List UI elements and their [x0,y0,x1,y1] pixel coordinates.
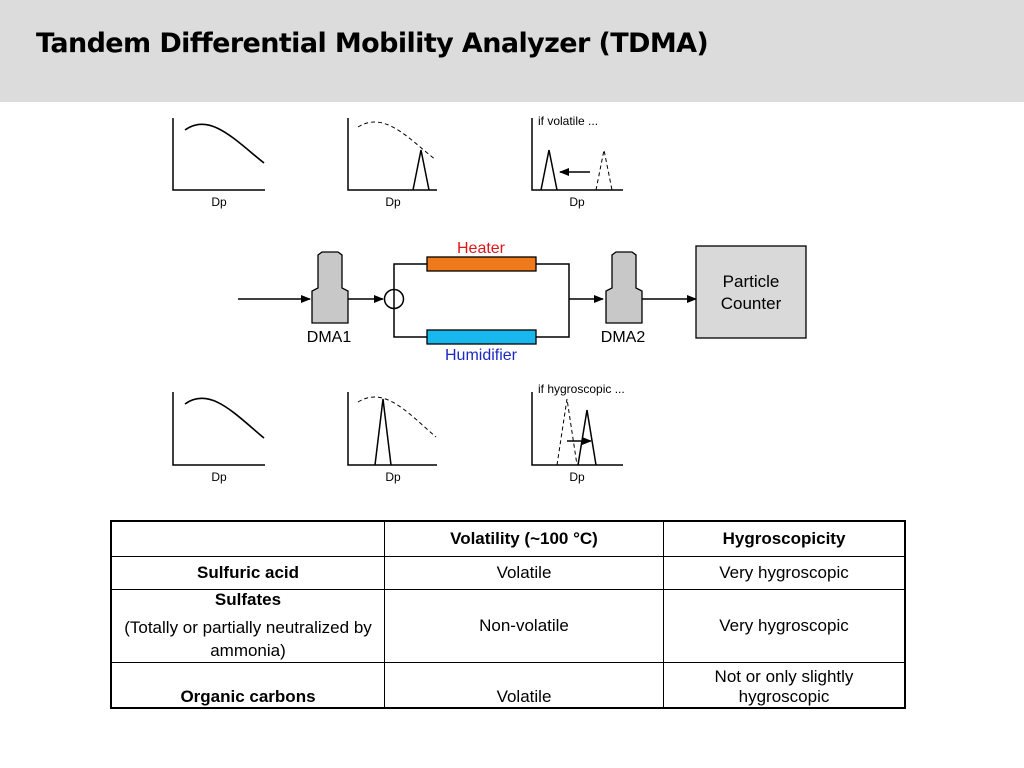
dma1-body [311,251,349,324]
table-header-hygroscopicity: Hygroscopicity [663,520,906,557]
humidifier-label: Humidifier [445,347,518,364]
row-name: Organic carbons [110,662,385,709]
plot-bottom-dma1: Dp [172,392,265,484]
particle-counter-label-line2: Counter [721,294,782,313]
selected-size-peak [374,398,392,466]
row-name-detail: (Totally or partially neutralized by amm… [124,618,372,660]
axis-label-dp: Dp [211,195,227,209]
row-hygroscopicity: Very hygroscopic [663,556,906,590]
row-hygroscopicity: Not or only slightly hygroscopic [663,662,906,709]
humidifier: Humidifier [426,329,537,364]
plot-top-dma1: Dp [172,118,265,209]
note-volatile: if volatile ... [538,114,598,128]
heater-label: Heater [457,240,506,257]
plot-axes [172,392,265,466]
dashed-distribution-curve [357,121,437,161]
dashed-distribution-curve [357,396,437,438]
axis-label-dp: Dp [569,195,585,209]
dma2-unit: DMA2 [601,251,646,346]
distribution-curve [184,397,265,439]
parallel-branches [393,263,570,338]
grown-peak [577,409,597,466]
note-hygroscopic: if hygroscopic ... [538,382,625,396]
heater-tube [426,256,537,272]
table-header-cell [110,520,385,557]
plot-top-selected: Dp [347,118,437,209]
tdma-diagram: Dp Dp if volatile ... Dp DMA1 Heater Hum… [172,114,807,484]
table-row: Sulfuric acid Volatile Very hygroscopic [110,556,906,590]
aerosol-properties-table: Volatility (~100 °C) Hygroscopicity Sulf… [110,520,906,709]
table-header-volatility: Volatility (~100 °C) [384,520,664,557]
table-row: Sulfates (Totally or partially neutraliz… [110,589,906,663]
row-volatility: Volatile [384,662,664,709]
row-volatility: Volatile [384,556,664,590]
plot-top-volatile: if volatile ... Dp [531,114,623,209]
original-peak-dashed [556,398,578,466]
slide-title: Tandem Differential Mobility Analyzer (T… [36,28,709,59]
heater: Heater [426,240,537,272]
original-peak-dashed [595,149,613,191]
axis-label-dp: Dp [569,470,585,484]
dma2-body [605,251,643,324]
row-name-cell: Sulfates (Totally or partially neutraliz… [110,589,385,663]
dma1-unit: DMA1 [307,251,352,346]
plot-axes [531,118,623,191]
row-name: Sulfates [214,590,282,609]
plot-axes [531,392,623,466]
row-volatility: Non-volatile [384,589,664,663]
axis-label-dp: Dp [385,195,401,209]
particle-counter: Particle Counter [695,245,807,339]
table-header-row: Volatility (~100 °C) Hygroscopicity [110,520,906,557]
distribution-curve [184,123,265,164]
dma2-label: DMA2 [601,329,646,346]
row-name: Sulfuric acid [110,556,385,590]
plot-axes [172,118,265,191]
humidifier-tube [426,329,537,345]
axis-label-dp: Dp [385,470,401,484]
table-row: Organic carbons Volatile Not or only sli… [110,662,906,709]
plot-axes [347,118,437,191]
plot-bottom-selected: Dp [347,392,437,484]
title-bar: Tandem Differential Mobility Analyzer (T… [0,0,1024,102]
row-hygroscopicity: Very hygroscopic [663,589,906,663]
particle-counter-label-line1: Particle [723,272,780,291]
plot-bottom-hygroscopic: if hygroscopic ... Dp [531,382,625,484]
particle-counter-box [695,245,807,339]
shrunk-peak [540,149,558,191]
selected-size-peak [412,149,430,191]
axis-label-dp: Dp [211,470,227,484]
dma1-label: DMA1 [307,329,352,346]
plot-axes [347,392,437,466]
